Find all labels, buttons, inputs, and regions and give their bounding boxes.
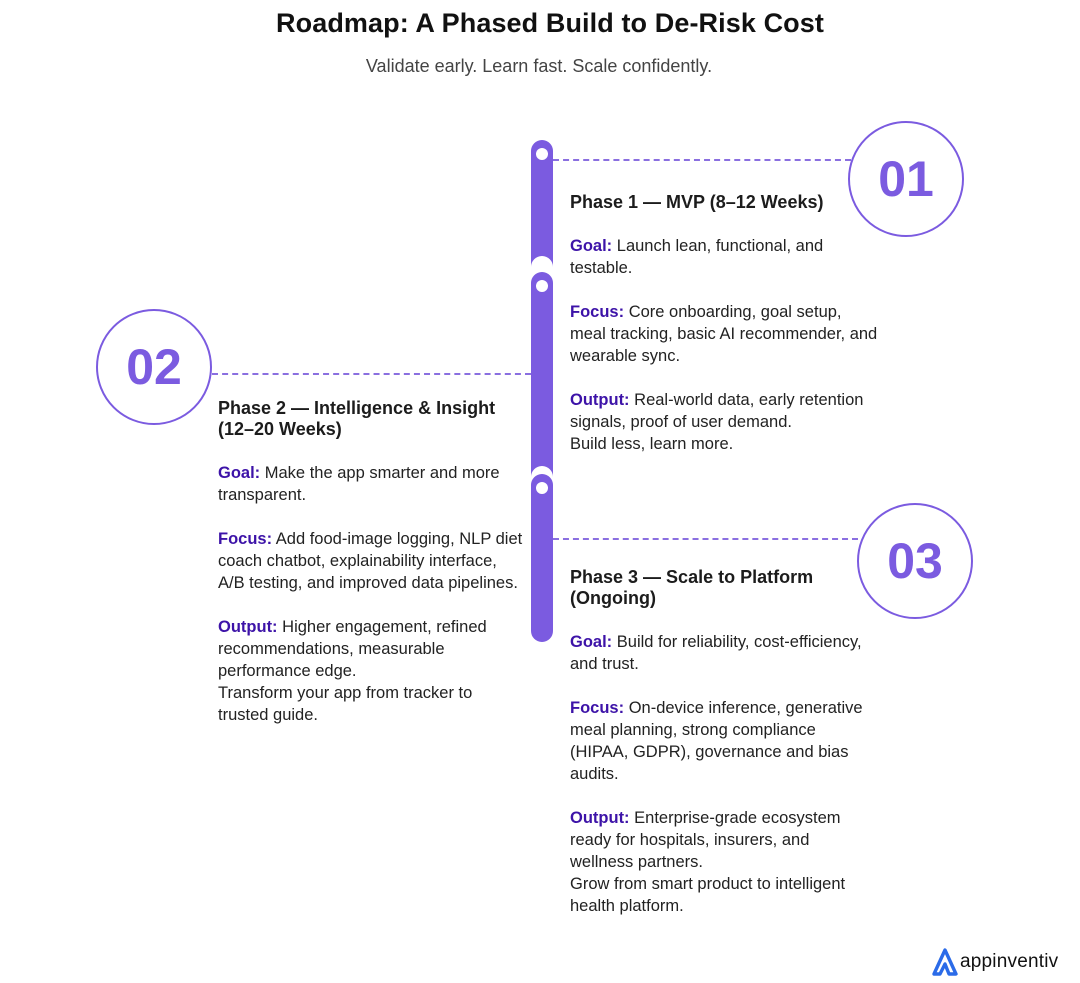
phase-1-tagline: Build less, learn more. — [570, 435, 734, 453]
output-label: Output: — [570, 809, 630, 827]
phase-1-card: Phase 1 — MVP (8–12 Weeks) Goal: Launch … — [570, 192, 880, 455]
output-text: Enterprise-grade ecosystem ready for hos… — [570, 809, 841, 871]
phase-2-goal: Goal: Make the app smarter and more tran… — [218, 462, 523, 506]
phase-1-focus: Focus: Core onboarding, goal setup, meal… — [570, 301, 880, 367]
timeline-node-icon — [536, 148, 548, 160]
output-label: Output: — [570, 391, 630, 409]
appinventiv-logo-icon — [932, 948, 958, 976]
phase-1-output: Output: Real-world data, early retention… — [570, 389, 880, 455]
goal-label: Goal: — [570, 633, 613, 651]
phase-1-title: Phase 1 — MVP (8–12 Weeks) — [570, 192, 824, 212]
phase-3-goal: Goal: Build for reliability, cost-effici… — [570, 631, 870, 675]
phase-3-number: 03 — [887, 533, 943, 589]
timeline-node-icon — [536, 280, 548, 292]
phase-1-number: 01 — [878, 151, 934, 207]
goal-label: Goal: — [218, 464, 261, 482]
connector-phase-3 — [553, 538, 858, 540]
timeline-segment-3 — [531, 474, 553, 642]
focus-label: Focus: — [218, 530, 273, 548]
brand-logo: appinventiv — [932, 948, 1058, 976]
phase-3-tagline: Grow from smart product to intelligent h… — [570, 875, 846, 915]
focus-text: Core onboarding, goal setup, meal tracki… — [570, 303, 878, 365]
phase-3-number-badge: 03 — [857, 503, 973, 619]
output-text: Higher engagement, refined recommendatio… — [218, 618, 487, 680]
phase-1-goal: Goal: Launch lean, functional, and testa… — [570, 235, 880, 279]
phase-3-title: Phase 3 — Scale to Platform (Ongoing) — [570, 567, 814, 608]
output-text: Real-world data, early retention signals… — [570, 391, 864, 431]
timeline-segment-1 — [531, 140, 553, 278]
phase-2-number: 02 — [126, 339, 182, 395]
phase-2-number-badge: 02 — [96, 309, 212, 425]
phase-2-title: Phase 2 — Intelligence & Insight (12–20 … — [218, 398, 496, 439]
phase-2-output: Output: Higher engagement, refined recom… — [218, 616, 523, 726]
phase-3-output: Output: Enterprise-grade ecosystem ready… — [570, 807, 870, 917]
phase-2-card: Phase 2 — Intelligence & Insight (12–20 … — [218, 398, 523, 726]
focus-label: Focus: — [570, 699, 625, 717]
focus-text: On-device inference, generative meal pla… — [570, 699, 863, 783]
goal-text: Make the app smarter and more transparen… — [218, 464, 500, 504]
phase-2-focus: Focus: Add food-image logging, NLP diet … — [218, 528, 523, 594]
connector-phase-1 — [553, 159, 851, 161]
focus-text: Add food-image logging, NLP diet coach c… — [218, 530, 523, 592]
page-subtitle: Validate early. Learn fast. Scale confid… — [365, 56, 713, 76]
page-title: Roadmap: A Phased Build to De-Risk Cost — [276, 8, 824, 38]
brand-name: appinventiv — [960, 951, 1059, 972]
goal-text: Build for reliability, cost-efficiency, … — [570, 633, 862, 673]
goal-text: Launch lean, functional, and testable. — [570, 237, 824, 277]
focus-label: Focus: — [570, 303, 625, 321]
phase-2-tagline: Transform your app from tracker to trust… — [218, 684, 473, 724]
connector-phase-2 — [212, 373, 531, 375]
timeline-node-icon — [536, 482, 548, 494]
phase-3-card: Phase 3 — Scale to Platform (Ongoing) Go… — [570, 567, 870, 917]
goal-label: Goal: — [570, 237, 613, 255]
phase-3-focus: Focus: On-device inference, generative m… — [570, 697, 870, 785]
output-label: Output: — [218, 618, 278, 636]
phase-1-number-badge: 01 — [848, 121, 964, 237]
timeline-segment-2 — [531, 272, 553, 488]
